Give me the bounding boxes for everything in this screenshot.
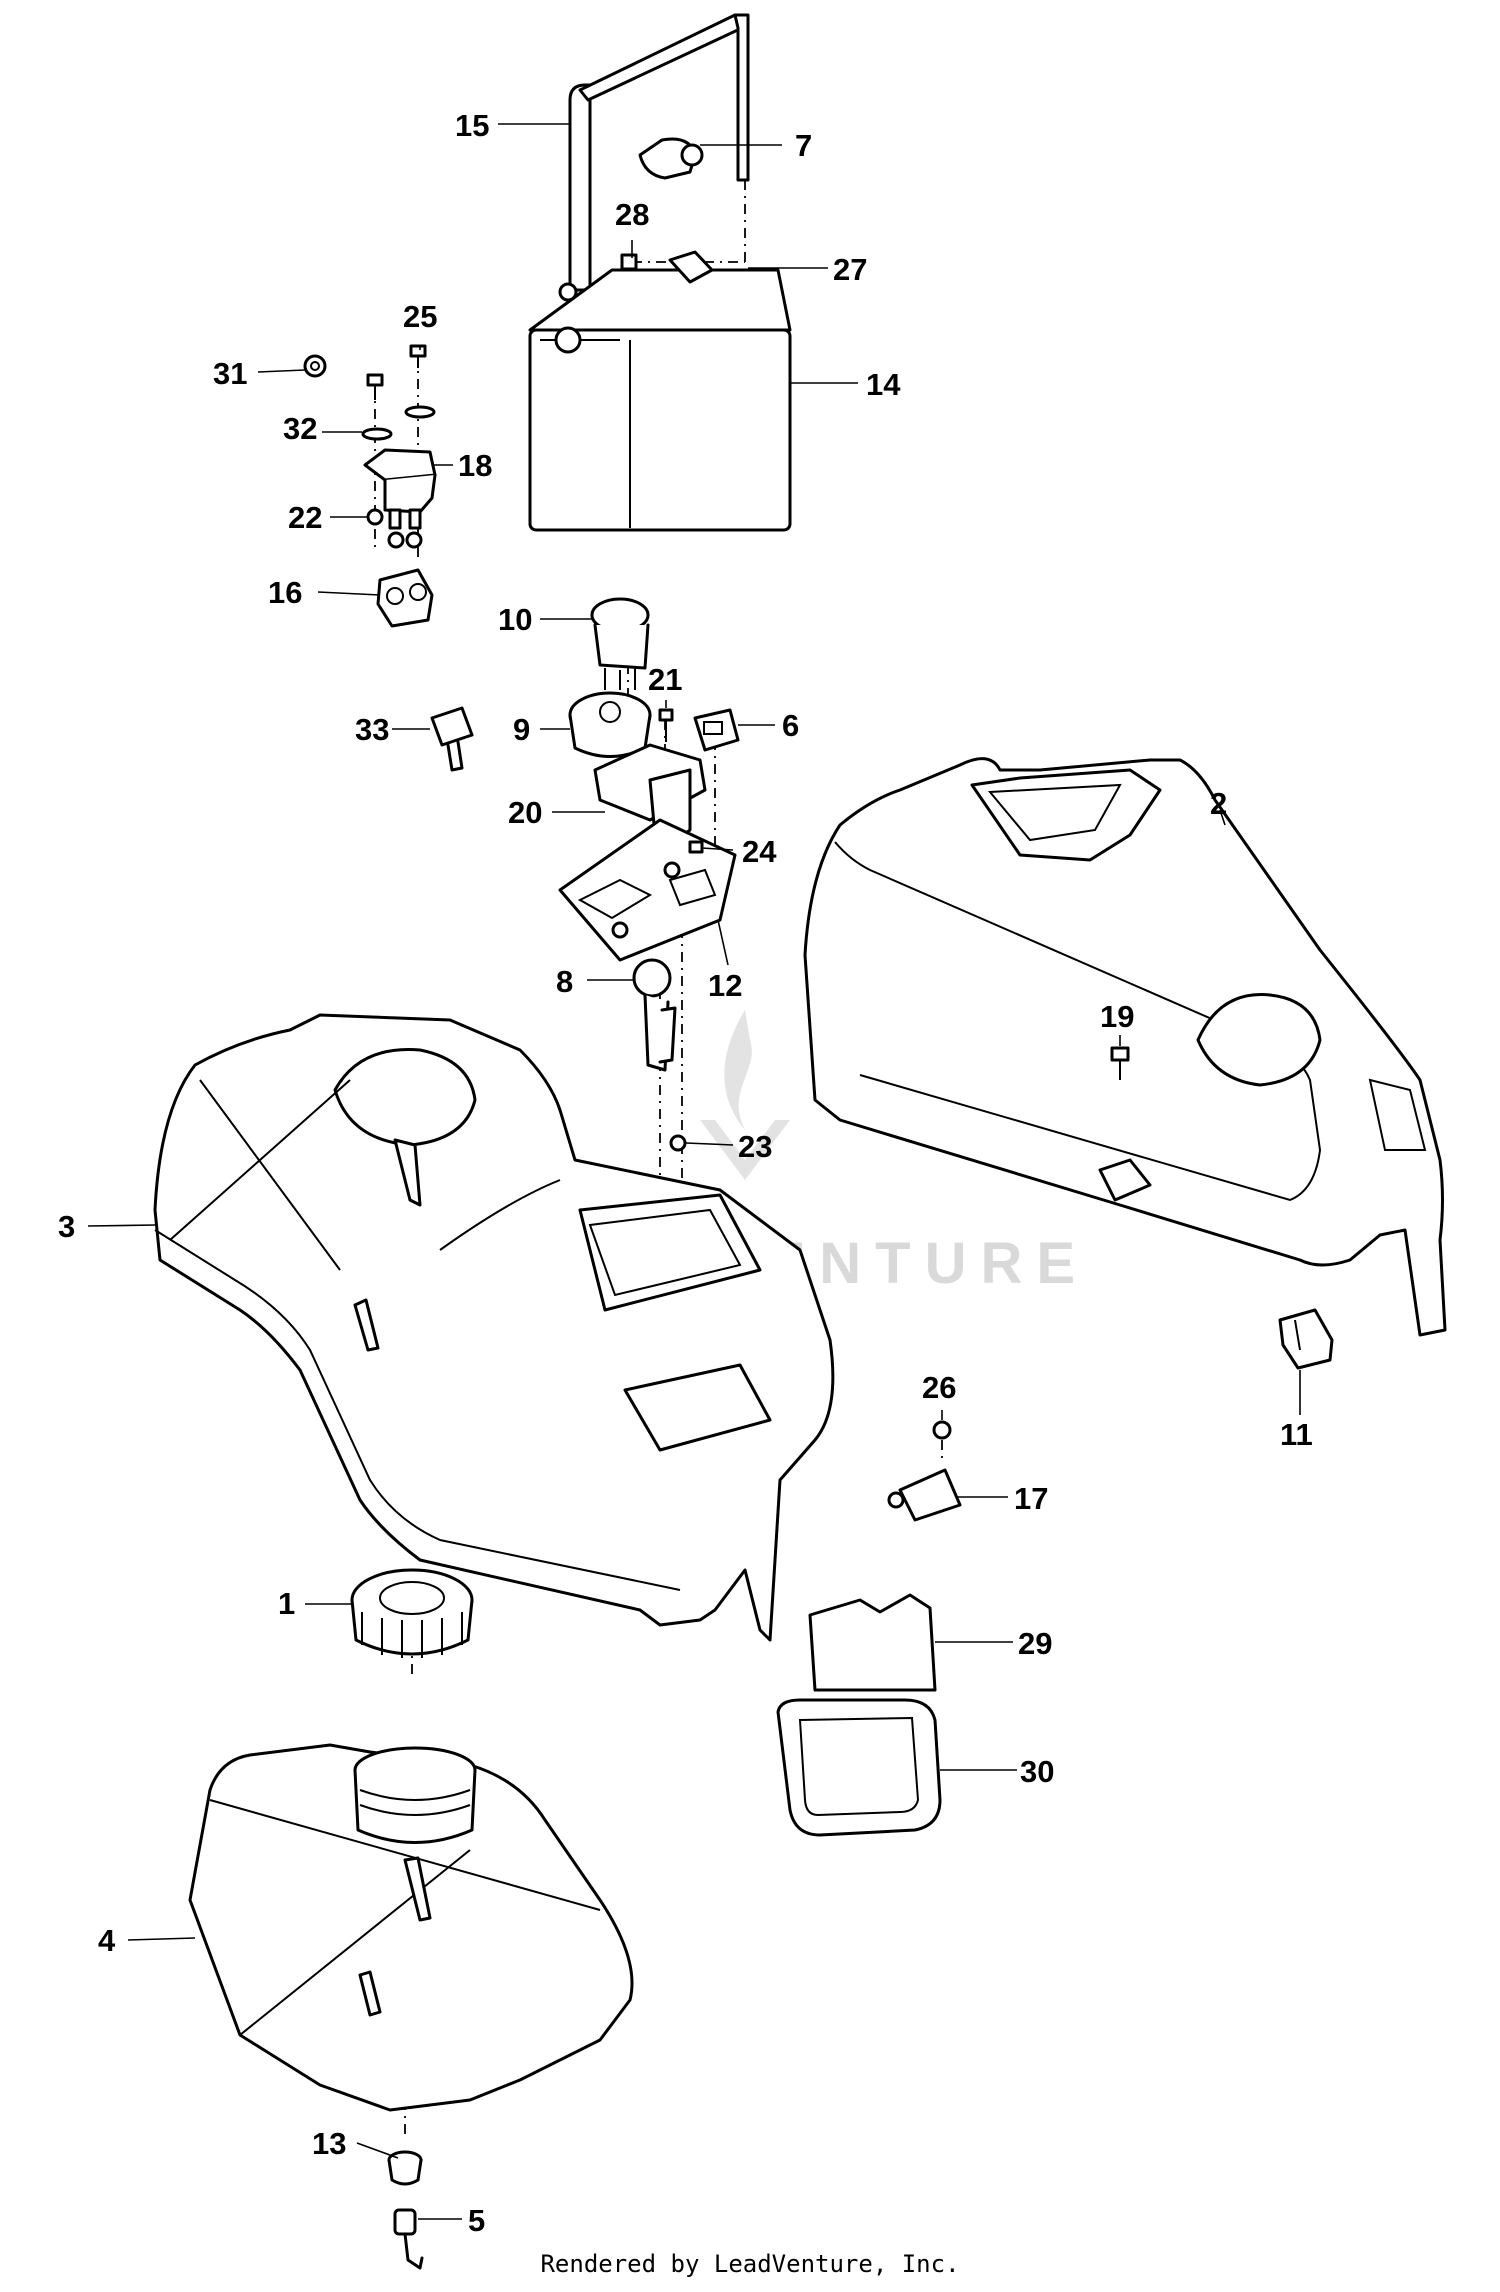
screw-24 xyxy=(688,840,704,854)
callout-1: 1 xyxy=(278,1586,295,1621)
callout-30: 30 xyxy=(1020,1754,1054,1789)
pto-switch xyxy=(363,448,437,549)
cup-insert xyxy=(808,1593,937,1692)
nut-23 xyxy=(669,1134,687,1152)
callout-8: 8 xyxy=(556,964,573,999)
callout-labels: 1 2 3 4 5 6 7 8 9 10 11 12 13 14 15 16 1… xyxy=(58,108,1313,2238)
connector xyxy=(376,568,434,628)
callout-16: 16 xyxy=(268,575,302,610)
callout-24: 24 xyxy=(742,834,777,869)
callout-23: 23 xyxy=(738,1129,772,1164)
callout-13: 13 xyxy=(312,2126,346,2161)
seat-switch xyxy=(1278,1308,1334,1370)
throttle-knob xyxy=(632,958,677,1072)
callout-31: 31 xyxy=(213,356,247,391)
callout-21: 21 xyxy=(648,662,682,697)
callout-3: 3 xyxy=(58,1209,75,1244)
callout-15: 15 xyxy=(455,108,489,143)
fuel-fitting xyxy=(393,2208,424,2270)
callout-22: 22 xyxy=(288,500,322,535)
ignition-key xyxy=(430,706,474,772)
callout-4: 4 xyxy=(98,1923,116,1958)
callout-25: 25 xyxy=(403,299,437,334)
screw-19 xyxy=(1110,1046,1130,1080)
callout-5: 5 xyxy=(468,2203,485,2238)
callout-17: 17 xyxy=(1014,1481,1048,1516)
callout-29: 29 xyxy=(1018,1626,1052,1661)
callout-14: 14 xyxy=(866,367,901,402)
mounting-bracket xyxy=(558,743,737,962)
terminal-cover xyxy=(638,137,704,180)
ignition-switch xyxy=(590,597,650,690)
callout-27: 27 xyxy=(833,252,867,287)
callout-2: 2 xyxy=(1210,786,1227,821)
footer-credit: Rendered by LeadVenture, Inc. xyxy=(540,2250,960,2278)
fuel-cap xyxy=(350,1568,474,1658)
callout-10: 10 xyxy=(498,602,532,637)
grommet xyxy=(387,2150,423,2186)
callout-32: 32 xyxy=(283,411,317,446)
callout-19: 19 xyxy=(1100,999,1134,1034)
battery xyxy=(528,250,792,532)
small-hardware xyxy=(303,344,436,441)
battery-strap xyxy=(568,13,750,292)
screw-21 xyxy=(658,708,674,742)
gasket-frame xyxy=(776,1698,942,1837)
callout-26: 26 xyxy=(922,1370,956,1405)
callout-9: 9 xyxy=(513,712,530,747)
callout-18: 18 xyxy=(458,448,492,483)
leader-lines xyxy=(87,123,1301,2220)
callout-33: 33 xyxy=(355,712,389,747)
callout-28: 28 xyxy=(615,197,649,232)
callout-11: 11 xyxy=(1280,1417,1313,1452)
callout-6: 6 xyxy=(782,708,799,743)
callout-20: 20 xyxy=(508,795,542,830)
front-fender-cover xyxy=(153,1013,835,1642)
clip-26-17 xyxy=(887,1420,962,1522)
fuel-tank xyxy=(188,1743,634,2112)
indicator-lamp xyxy=(693,708,740,752)
callout-12: 12 xyxy=(708,968,742,1003)
ignition-housing xyxy=(568,691,652,758)
callout-7: 7 xyxy=(795,128,812,163)
